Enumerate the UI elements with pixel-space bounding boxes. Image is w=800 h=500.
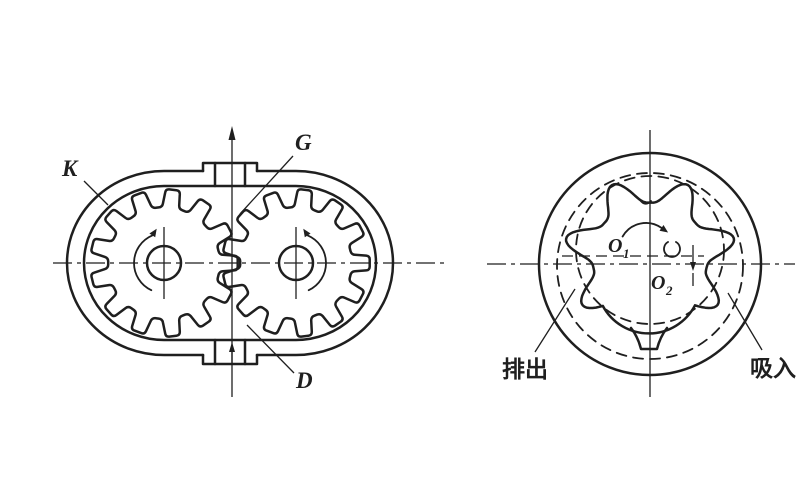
right-gear xyxy=(222,188,371,338)
leader-D xyxy=(246,324,295,374)
label-suction: 吸入 xyxy=(750,355,796,381)
label-mesh: G xyxy=(295,130,312,155)
label-o1-sub: 1 xyxy=(623,246,630,261)
casing-inner-wall xyxy=(82,184,378,342)
rotor-rotation-arc xyxy=(621,222,663,238)
outer-rotor-bottom-tooth xyxy=(629,326,669,351)
label-o2-sub: 2 xyxy=(665,283,673,298)
casing-outer-wall-left xyxy=(65,169,205,357)
outlet-port-boss xyxy=(201,161,259,173)
pitch-dashed-circle xyxy=(575,175,725,325)
left-gear-rotation-arrow-icon xyxy=(149,228,157,238)
inflow-arrow-icon xyxy=(229,342,235,352)
leader-discharge xyxy=(534,288,576,353)
gear-pump-diagram: K G D xyxy=(53,126,448,397)
up-arrow-icon xyxy=(228,126,236,140)
outer-rotor-dashed-circle xyxy=(556,172,744,360)
eccentricity-arrow-icon xyxy=(690,262,696,271)
label-discharge: 排出 xyxy=(502,356,548,382)
label-inlet: D xyxy=(295,368,313,393)
casing-outer-wall-right xyxy=(255,169,395,357)
leader-K xyxy=(83,180,109,206)
small-rotation-curl-icon xyxy=(663,241,681,258)
pump-body-circle xyxy=(537,151,763,377)
left-gear-rotation-arc xyxy=(133,234,154,292)
right-gear-rotation-arc xyxy=(306,234,327,292)
label-o2: O xyxy=(651,272,665,294)
rotor-rotation-arrow-icon xyxy=(659,225,669,233)
label-o1: O xyxy=(608,235,622,257)
right-gear-rotation-arrow-icon xyxy=(303,228,311,238)
rotor-pump-diagram: O 1 O 2 排出 吸入 xyxy=(487,130,796,397)
mesh-contact-curl-icon xyxy=(639,199,652,205)
inner-rotor xyxy=(564,182,736,335)
inlet-port-boss xyxy=(201,353,259,366)
leader-suction xyxy=(727,292,763,351)
leader-G xyxy=(239,155,294,215)
label-casing: K xyxy=(61,156,79,181)
left-gear xyxy=(90,188,239,338)
